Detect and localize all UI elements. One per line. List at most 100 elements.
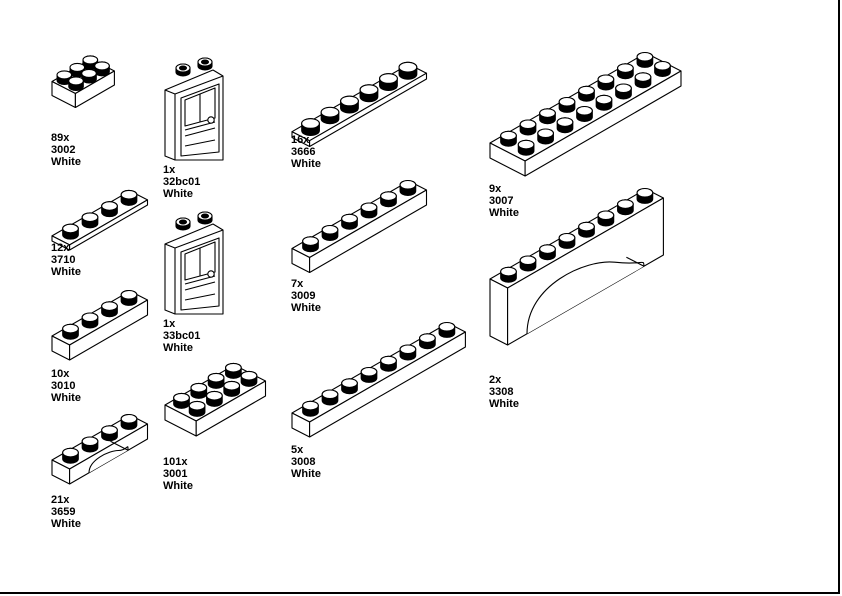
stud-hole	[200, 59, 210, 65]
part-number: 3007	[489, 195, 514, 207]
stud-top	[94, 61, 110, 71]
stud-top	[360, 202, 378, 213]
stud-top	[500, 266, 517, 277]
brick-front-face	[524, 70, 682, 177]
part-label-3659: 21x 3659 White	[51, 494, 81, 530]
arch-curve	[526, 261, 645, 334]
stud-top	[399, 344, 417, 355]
stud-top	[341, 378, 358, 388]
part-qty: 89x	[51, 132, 70, 144]
stud-top	[120, 289, 138, 300]
part-number: 32bc01	[163, 176, 201, 188]
part-label-3009: 7x 3009 White	[291, 278, 321, 314]
stud-top	[360, 366, 378, 377]
stud-top	[398, 61, 418, 73]
stud-top	[188, 400, 206, 411]
part-qty: 1x	[163, 164, 176, 176]
part-color: White	[163, 480, 193, 492]
stud-top	[321, 389, 339, 400]
stud-top	[340, 95, 359, 107]
part-label-3308: 2x 3308 White	[489, 374, 519, 410]
part-label-3010: 10x 3010 White	[51, 368, 81, 404]
stud-top	[399, 179, 417, 190]
stud-top	[101, 425, 118, 435]
part-number: 33bc01	[163, 330, 201, 342]
part-number: 3002	[51, 144, 76, 156]
part-illustration-brick-2x3	[51, 55, 115, 109]
door-handle	[207, 116, 215, 124]
stud-top	[595, 94, 613, 105]
stud-top	[380, 191, 397, 201]
part-number: 3008	[291, 456, 316, 468]
part-label-3666: 16x 3666 White	[291, 134, 321, 170]
part-number: 3001	[163, 468, 188, 480]
stud-top	[120, 189, 138, 200]
stud-top	[380, 355, 397, 366]
stud-top	[207, 372, 225, 383]
part-illustration-plate-1x6	[291, 61, 428, 148]
part-illustration-arch-1x8	[489, 187, 664, 346]
door-frame-edge	[174, 75, 224, 95]
part-illustration-brick-1x4	[51, 289, 149, 361]
stud-top	[636, 51, 654, 62]
stud-top	[81, 436, 99, 447]
part-label-3002: 89x 3002 White	[51, 132, 81, 168]
stud-top	[578, 85, 595, 96]
door-handle	[207, 270, 215, 278]
part-color: White	[51, 266, 81, 278]
brick-front-face	[69, 299, 149, 361]
part-label-32bc01: 1x 32bc01 White	[163, 164, 200, 200]
stud-top	[419, 333, 436, 343]
stud-top	[190, 382, 208, 393]
part-illustration-arch-1x4	[51, 413, 149, 485]
stud-top	[302, 400, 319, 411]
part-color: White	[51, 518, 81, 530]
stud-top	[597, 210, 615, 221]
stud-top	[81, 312, 99, 323]
part-number: 3009	[291, 290, 316, 302]
part-label-3007: 9x 3007 White	[489, 183, 519, 219]
stud-top	[120, 413, 138, 424]
stud-top	[634, 72, 652, 82]
stud-top	[173, 392, 190, 403]
stud-top	[558, 96, 576, 107]
stud-top	[654, 60, 671, 71]
stud-top	[558, 232, 576, 243]
part-label-3008: 5x 3008 White	[291, 444, 321, 480]
arch-inner-edge	[626, 256, 645, 267]
stud-top	[576, 105, 593, 116]
stud-top	[101, 201, 118, 211]
part-number: 3659	[51, 506, 76, 518]
door-frame-edge	[174, 229, 224, 249]
door-rail	[184, 127, 216, 137]
part-color: White	[51, 156, 81, 168]
part-illustration-brick-1x6	[291, 179, 428, 274]
stud-top	[225, 362, 242, 373]
stud-top	[615, 83, 632, 94]
part-color: White	[489, 398, 519, 410]
part-illustration-door	[164, 57, 224, 161]
stud-top	[223, 380, 241, 391]
part-qty: 5x	[291, 444, 304, 456]
stud-top	[556, 117, 574, 127]
part-qty: 1x	[163, 318, 176, 330]
brick-front-face	[309, 189, 428, 274]
stud-top	[519, 255, 537, 266]
door-rail	[184, 293, 216, 301]
stud-top	[62, 323, 79, 334]
part-label-3710: 12x 3710 White	[51, 242, 81, 278]
stud-top	[537, 128, 554, 139]
page-border-right	[838, 0, 840, 592]
part-illustration-plate-1x4	[51, 189, 149, 251]
brick-side-face	[489, 278, 509, 346]
stud-top	[578, 221, 595, 232]
stud-top	[62, 447, 79, 458]
stud-top	[206, 390, 223, 401]
brick-front-face	[195, 380, 267, 437]
stud-top	[517, 139, 535, 150]
part-qty: 10x	[51, 368, 70, 380]
stud-top	[597, 74, 615, 85]
part-number: 3308	[489, 386, 514, 398]
stud-top	[56, 70, 73, 80]
